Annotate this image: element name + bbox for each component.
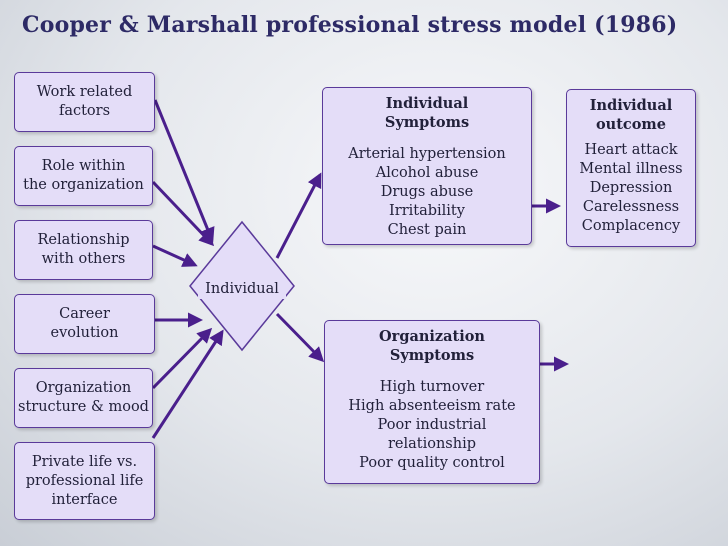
arrow-org-structure (151, 327, 213, 390)
outcome-item: Depression (589, 180, 673, 196)
organization-symptoms-box: Organization Symptoms High turnover High… (324, 320, 540, 484)
arrow-role (151, 180, 215, 247)
symptom-item: Arterial hypertension (348, 146, 506, 162)
individual-outcome-heading: Individual outcome (589, 97, 673, 133)
outcome-item: Mental illness (579, 161, 683, 177)
individual-symptoms-box: Individual Symptoms Arterial hypertensio… (322, 87, 532, 245)
page-title: Cooper & Marshall professional stress mo… (22, 12, 678, 38)
factor-label: Work related factors (36, 84, 133, 119)
factor-relationship: Relationship with others (14, 220, 153, 280)
factor-label: Relationship with others (37, 232, 130, 267)
arrow-private-life (151, 329, 224, 439)
factor-role: Role within the organization (14, 146, 153, 206)
organization-symptoms-heading: Organization Symptoms (379, 328, 485, 364)
individual-symptoms-heading: Individual Symptoms (384, 95, 470, 131)
arrow-to-org-symptoms (275, 312, 325, 363)
factor-org-structure: Organization structure & mood (14, 368, 153, 428)
factor-label: Career evolution (50, 306, 119, 341)
symptom-item: Alcohol abuse (375, 165, 479, 181)
org-symptom-item: Poor industrial (377, 417, 487, 433)
symptom-item: Drugs abuse (380, 184, 474, 200)
org-symptom-item: High turnover (379, 379, 485, 395)
arrow-relationship (152, 244, 198, 267)
symptom-item: Irritability (389, 203, 465, 219)
outcome-item: Carelessness (582, 199, 680, 215)
factor-career: Career evolution (14, 294, 155, 354)
factor-private-life: Private life vs. professional life inter… (14, 442, 155, 520)
factor-label: Private life vs. professional life inter… (25, 453, 144, 508)
outcome-item: Heart attack (584, 142, 678, 158)
org-symptom-item: Poor quality control (359, 455, 505, 471)
arrow-work-factors (153, 99, 215, 243)
symptom-item: Chest pain (387, 222, 467, 238)
factor-work-related: Work related factors (14, 72, 155, 132)
individual-label: Individual (198, 280, 286, 299)
factor-label: Organization structure & mood (18, 380, 149, 415)
arrow-to-individual-symptoms (275, 172, 322, 259)
org-symptom-item: High absenteeism rate (348, 398, 516, 414)
factor-label: Role within the organization (23, 158, 144, 193)
outcome-item: Complacency (581, 218, 681, 234)
individual-outcome-box: Individual outcome Heart attack Mental i… (566, 89, 696, 247)
org-symptom-item: relationship (387, 436, 477, 452)
